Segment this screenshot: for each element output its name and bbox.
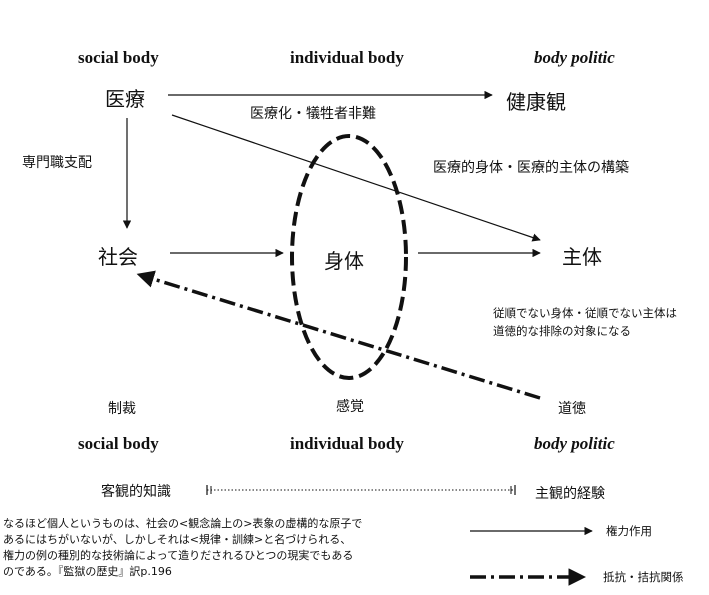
node-subject: 主体 xyxy=(562,245,602,269)
quote-line3: 権力の例の種別的な技術論によって造りだされるひとつの現実でもある xyxy=(3,549,354,562)
quote-line1: なるほど個人というものは、社会の<観念論上の>表象の虚構的な原子で xyxy=(3,517,363,530)
node-society: 社会 xyxy=(98,245,138,269)
node-health-view: 健康観 xyxy=(506,90,566,114)
label-professional-dominance: 専門職支配 xyxy=(22,155,92,171)
node-body: 身体 xyxy=(324,249,364,273)
quote-line4: のである。『監獄の歴史』訳p.196 xyxy=(3,565,172,578)
legend-resistance-label: 抵抗・拮抗関係 xyxy=(603,570,684,584)
arrow-medicine-to-subject xyxy=(171,114,541,242)
footer-individual-body: individual body xyxy=(290,434,404,453)
header-individual-body: individual body xyxy=(290,48,404,67)
label-disobedient: 従順でない身体・従順でない主体は 道徳的な排除の対象になる xyxy=(493,304,677,340)
foucault-quote: なるほど個人というものは、社会の<観念論上の>表象の虚構的な原子で あるにはちが… xyxy=(3,516,362,580)
label-morality: 道徳 xyxy=(558,401,586,417)
label-sense: 感覚 xyxy=(336,399,364,415)
axis-objective-knowledge: 客観的知識 xyxy=(101,484,171,500)
arrow-morality-to-society-resistance xyxy=(136,270,541,400)
quote-line2: あるにはちがいないが、しかしそれは<規律・訓練>と名づけられる、 xyxy=(3,533,352,546)
header-body-politic: body politic xyxy=(534,48,615,67)
legend-power-label: 権力作用 xyxy=(606,524,652,538)
node-medicine: 医療 xyxy=(105,87,145,111)
axis-subjective-experience: 主観的経験 xyxy=(535,486,605,502)
label-medicalization: 医療化・犠牲者非難 xyxy=(250,106,376,122)
body-ellipse xyxy=(290,134,408,380)
label-medical-subject: 医療的身体・医療的主体の構築 xyxy=(433,160,629,176)
label-disobedient-line2: 道徳的な排除の対象になる xyxy=(493,324,631,338)
label-sanction: 制裁 xyxy=(108,401,136,417)
footer-body-politic: body politic xyxy=(534,434,615,453)
header-social-body: social body xyxy=(78,48,159,67)
label-disobedient-line1: 従順でない身体・従順でない主体は xyxy=(493,306,677,320)
footer-social-body: social body xyxy=(78,434,159,453)
